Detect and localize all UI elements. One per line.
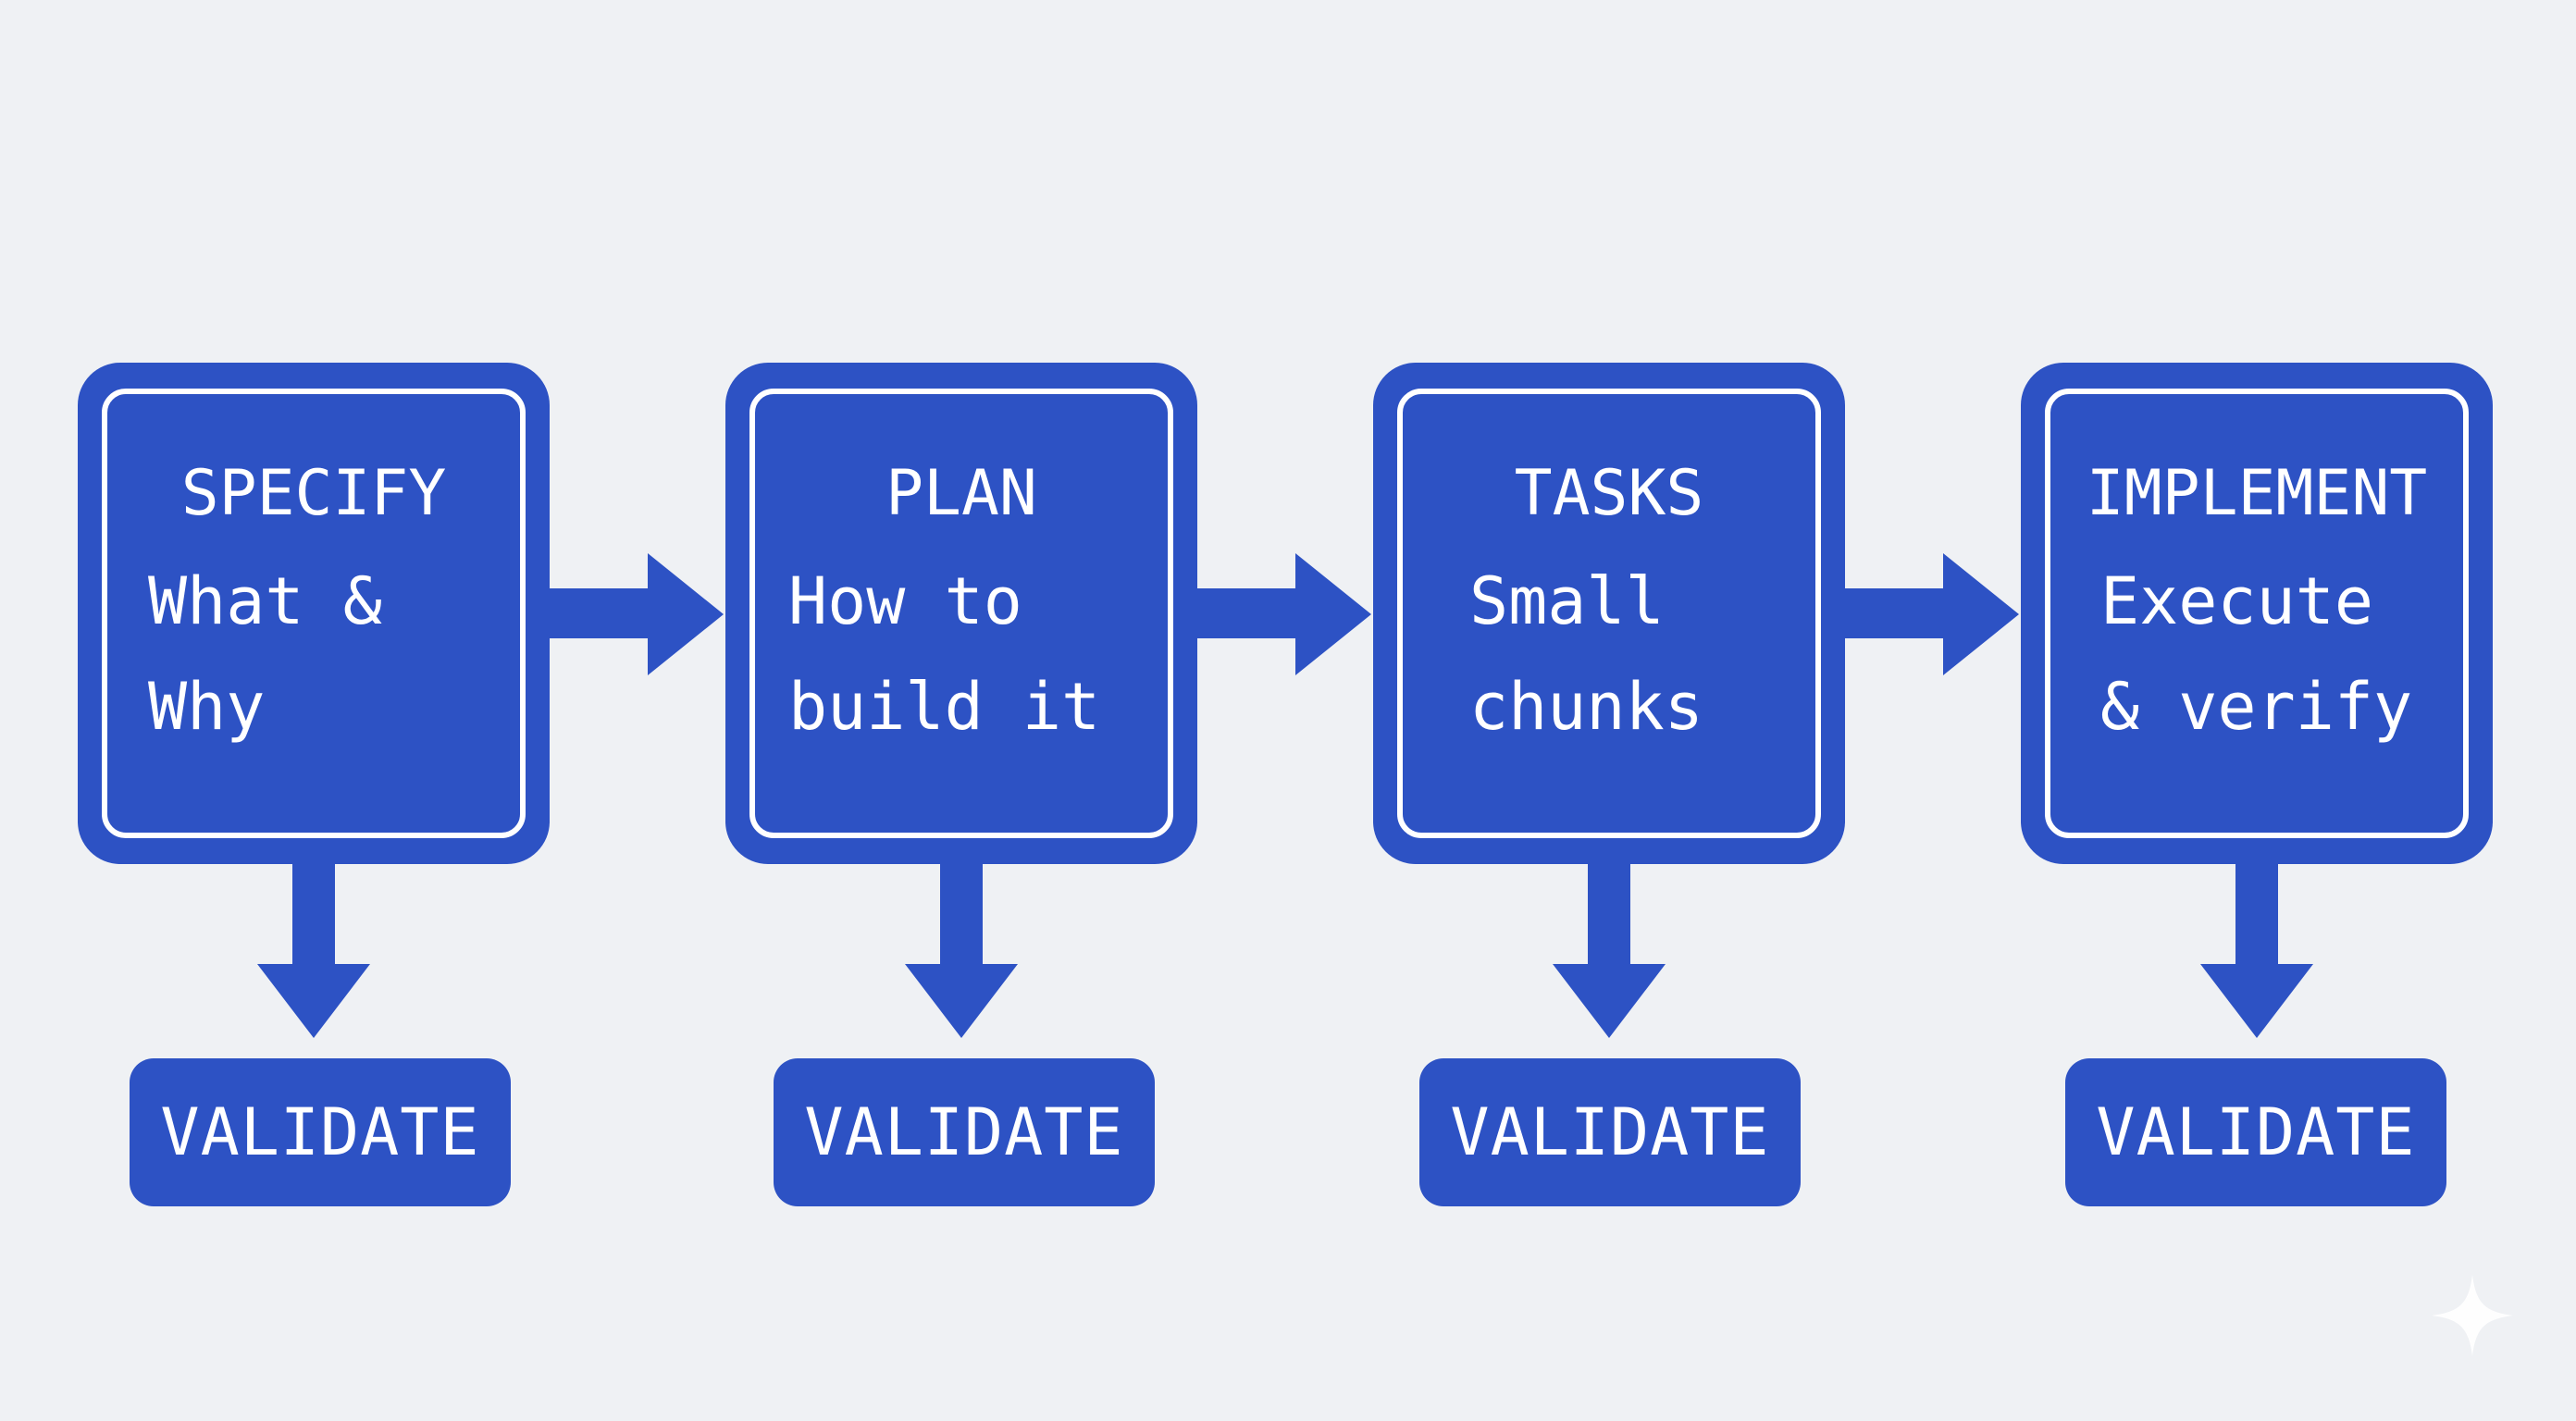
validate-box-specify: VALIDATE bbox=[130, 1058, 511, 1206]
step-inner-frame: SPECIFY What & Why bbox=[102, 389, 526, 838]
step-title: TASKS bbox=[1514, 457, 1704, 530]
arrow-right-2 bbox=[1197, 553, 1371, 675]
step-description: How to build it bbox=[755, 549, 1168, 760]
step-inner-frame: PLAN How to build it bbox=[749, 389, 1173, 838]
step-description: Execute & verify bbox=[2050, 549, 2463, 760]
validate-box-plan: VALIDATE bbox=[774, 1058, 1155, 1206]
validate-box-tasks: VALIDATE bbox=[1419, 1058, 1801, 1206]
validate-label: VALIDATE bbox=[1450, 1094, 1770, 1170]
step-title: IMPLEMENT bbox=[2086, 457, 2428, 530]
arrow-down-1 bbox=[257, 864, 370, 1038]
step-inner-frame: IMPLEMENT Execute & verify bbox=[2045, 389, 2469, 838]
step-box-plan: PLAN How to build it bbox=[725, 363, 1197, 864]
validate-label: VALIDATE bbox=[804, 1094, 1124, 1170]
arrow-right-1 bbox=[550, 553, 724, 675]
arrow-down-2 bbox=[905, 864, 1018, 1038]
step-title: PLAN bbox=[886, 457, 1037, 530]
step-desc-line: Why bbox=[148, 669, 266, 745]
step-desc-line: Execute bbox=[2100, 563, 2374, 639]
step-title: SPECIFY bbox=[180, 457, 447, 530]
step-desc-line: How to bbox=[788, 563, 1022, 639]
validate-label: VALIDATE bbox=[160, 1094, 480, 1170]
step-box-implement: IMPLEMENT Execute & verify bbox=[2021, 363, 2493, 864]
arrow-right-3 bbox=[1845, 553, 2019, 675]
step-desc-line: Small bbox=[1469, 563, 1665, 639]
step-desc-line: chunks bbox=[1469, 669, 1703, 745]
step-description: Small chunks bbox=[1403, 549, 1815, 760]
step-description: What & Why bbox=[107, 549, 520, 760]
step-desc-line: & verify bbox=[2100, 669, 2413, 745]
step-box-specify: SPECIFY What & Why bbox=[78, 363, 550, 864]
validate-box-implement: VALIDATE bbox=[2065, 1058, 2446, 1206]
arrow-down-4 bbox=[2200, 864, 2313, 1038]
validate-label: VALIDATE bbox=[2096, 1094, 2416, 1170]
sparkle-icon bbox=[2431, 1274, 2514, 1357]
step-desc-line: What & bbox=[148, 563, 382, 639]
step-desc-line: build it bbox=[788, 669, 1101, 745]
arrow-down-3 bbox=[1553, 864, 1666, 1038]
step-inner-frame: TASKS Small chunks bbox=[1397, 389, 1821, 838]
step-box-tasks: TASKS Small chunks bbox=[1373, 363, 1845, 864]
